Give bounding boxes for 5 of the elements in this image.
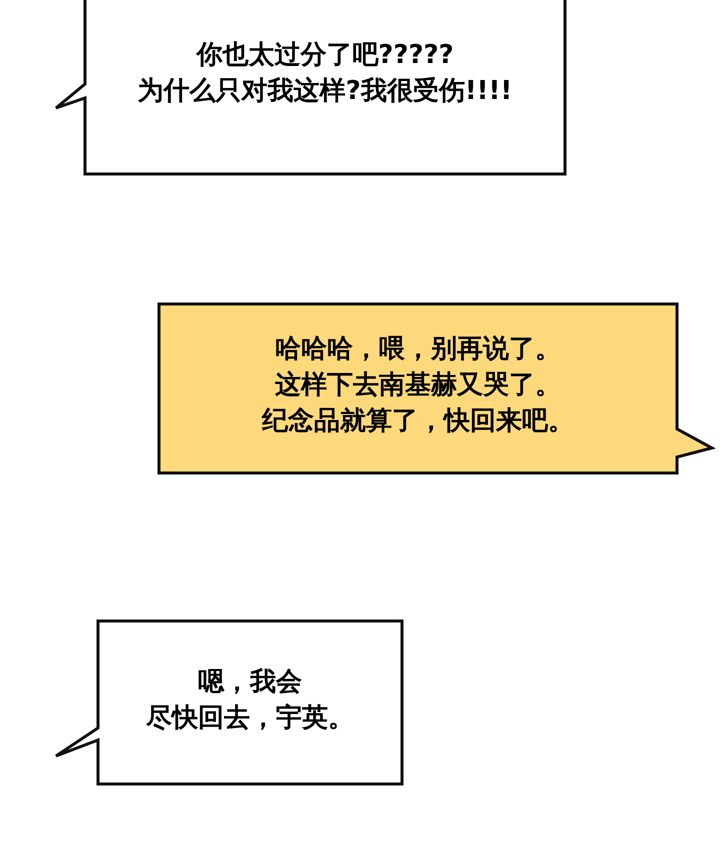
speech-text: 哈哈哈，喂，别再说了。这样下去南基赫又哭了。纪念品就算了，快回来吧。 (260, 333, 575, 438)
speech-bubble (52, 618, 405, 787)
speech-bubble (156, 301, 716, 476)
speech-text: 你也太过分了吧?????为什么只对我这样?我很受伤!!!! (136, 39, 514, 108)
speech-text: 嗯，我会尽快回去，宇英。 (144, 666, 355, 735)
